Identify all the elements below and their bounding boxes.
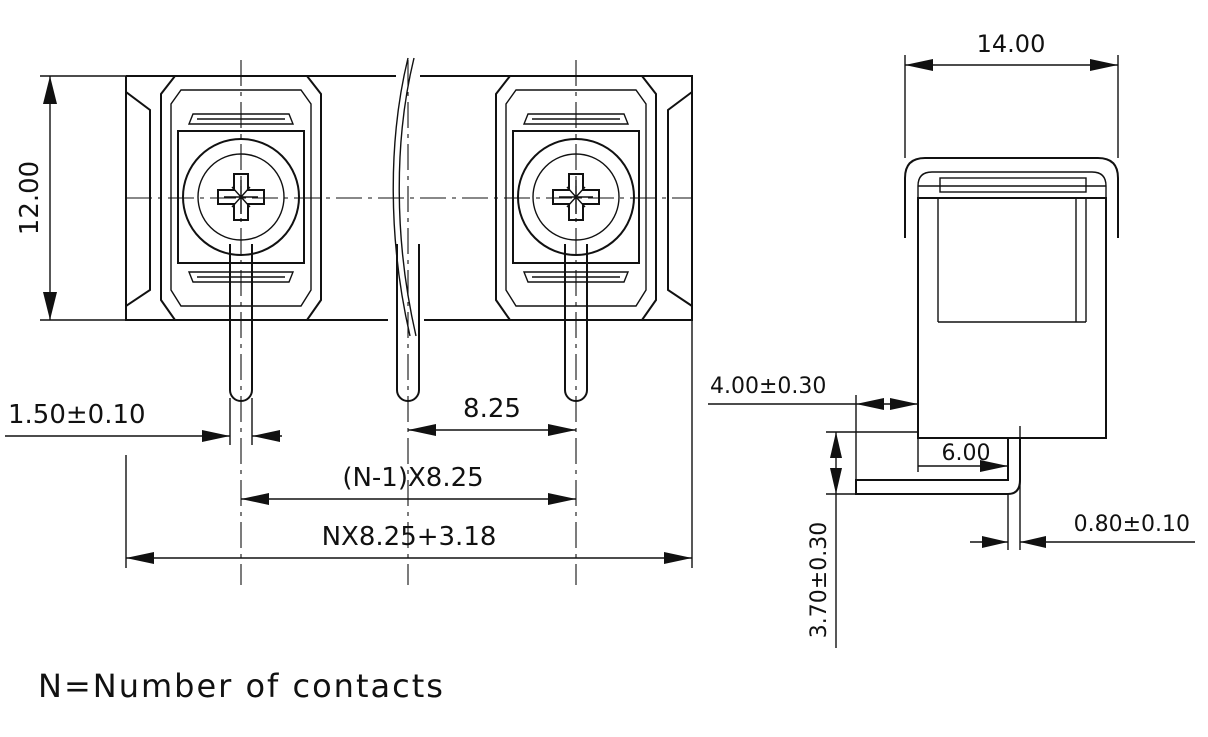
pin-thick-dim-label: 0.80±0.10 — [1074, 512, 1190, 537]
legend-text: N=Number of contacts — [38, 667, 445, 705]
height-dim-label: 12.00 — [15, 161, 45, 235]
pin-width-dim-label: 1.50±0.10 — [8, 400, 146, 430]
front-view: 12.00 1.50±0.10 8.25 (N-1)X8.25 NX8.25+3… — [5, 57, 693, 585]
pin-len-dim-label: 3.70±0.30 — [807, 522, 832, 638]
pin-pos-dim-label: 6.00 — [942, 441, 991, 466]
span-dim-label: (N-1)X8.25 — [342, 463, 483, 493]
width-dim-label: 14.00 — [977, 30, 1046, 58]
total-dim-label: NX8.25+3.18 — [322, 522, 497, 552]
offset-dim-label: 4.00±0.30 — [710, 374, 826, 399]
side-view: 14.00 4.00±0.30 6.00 0.80±0.10 3.70±0.30 — [708, 30, 1195, 648]
pitch-dim-label: 8.25 — [463, 394, 521, 424]
